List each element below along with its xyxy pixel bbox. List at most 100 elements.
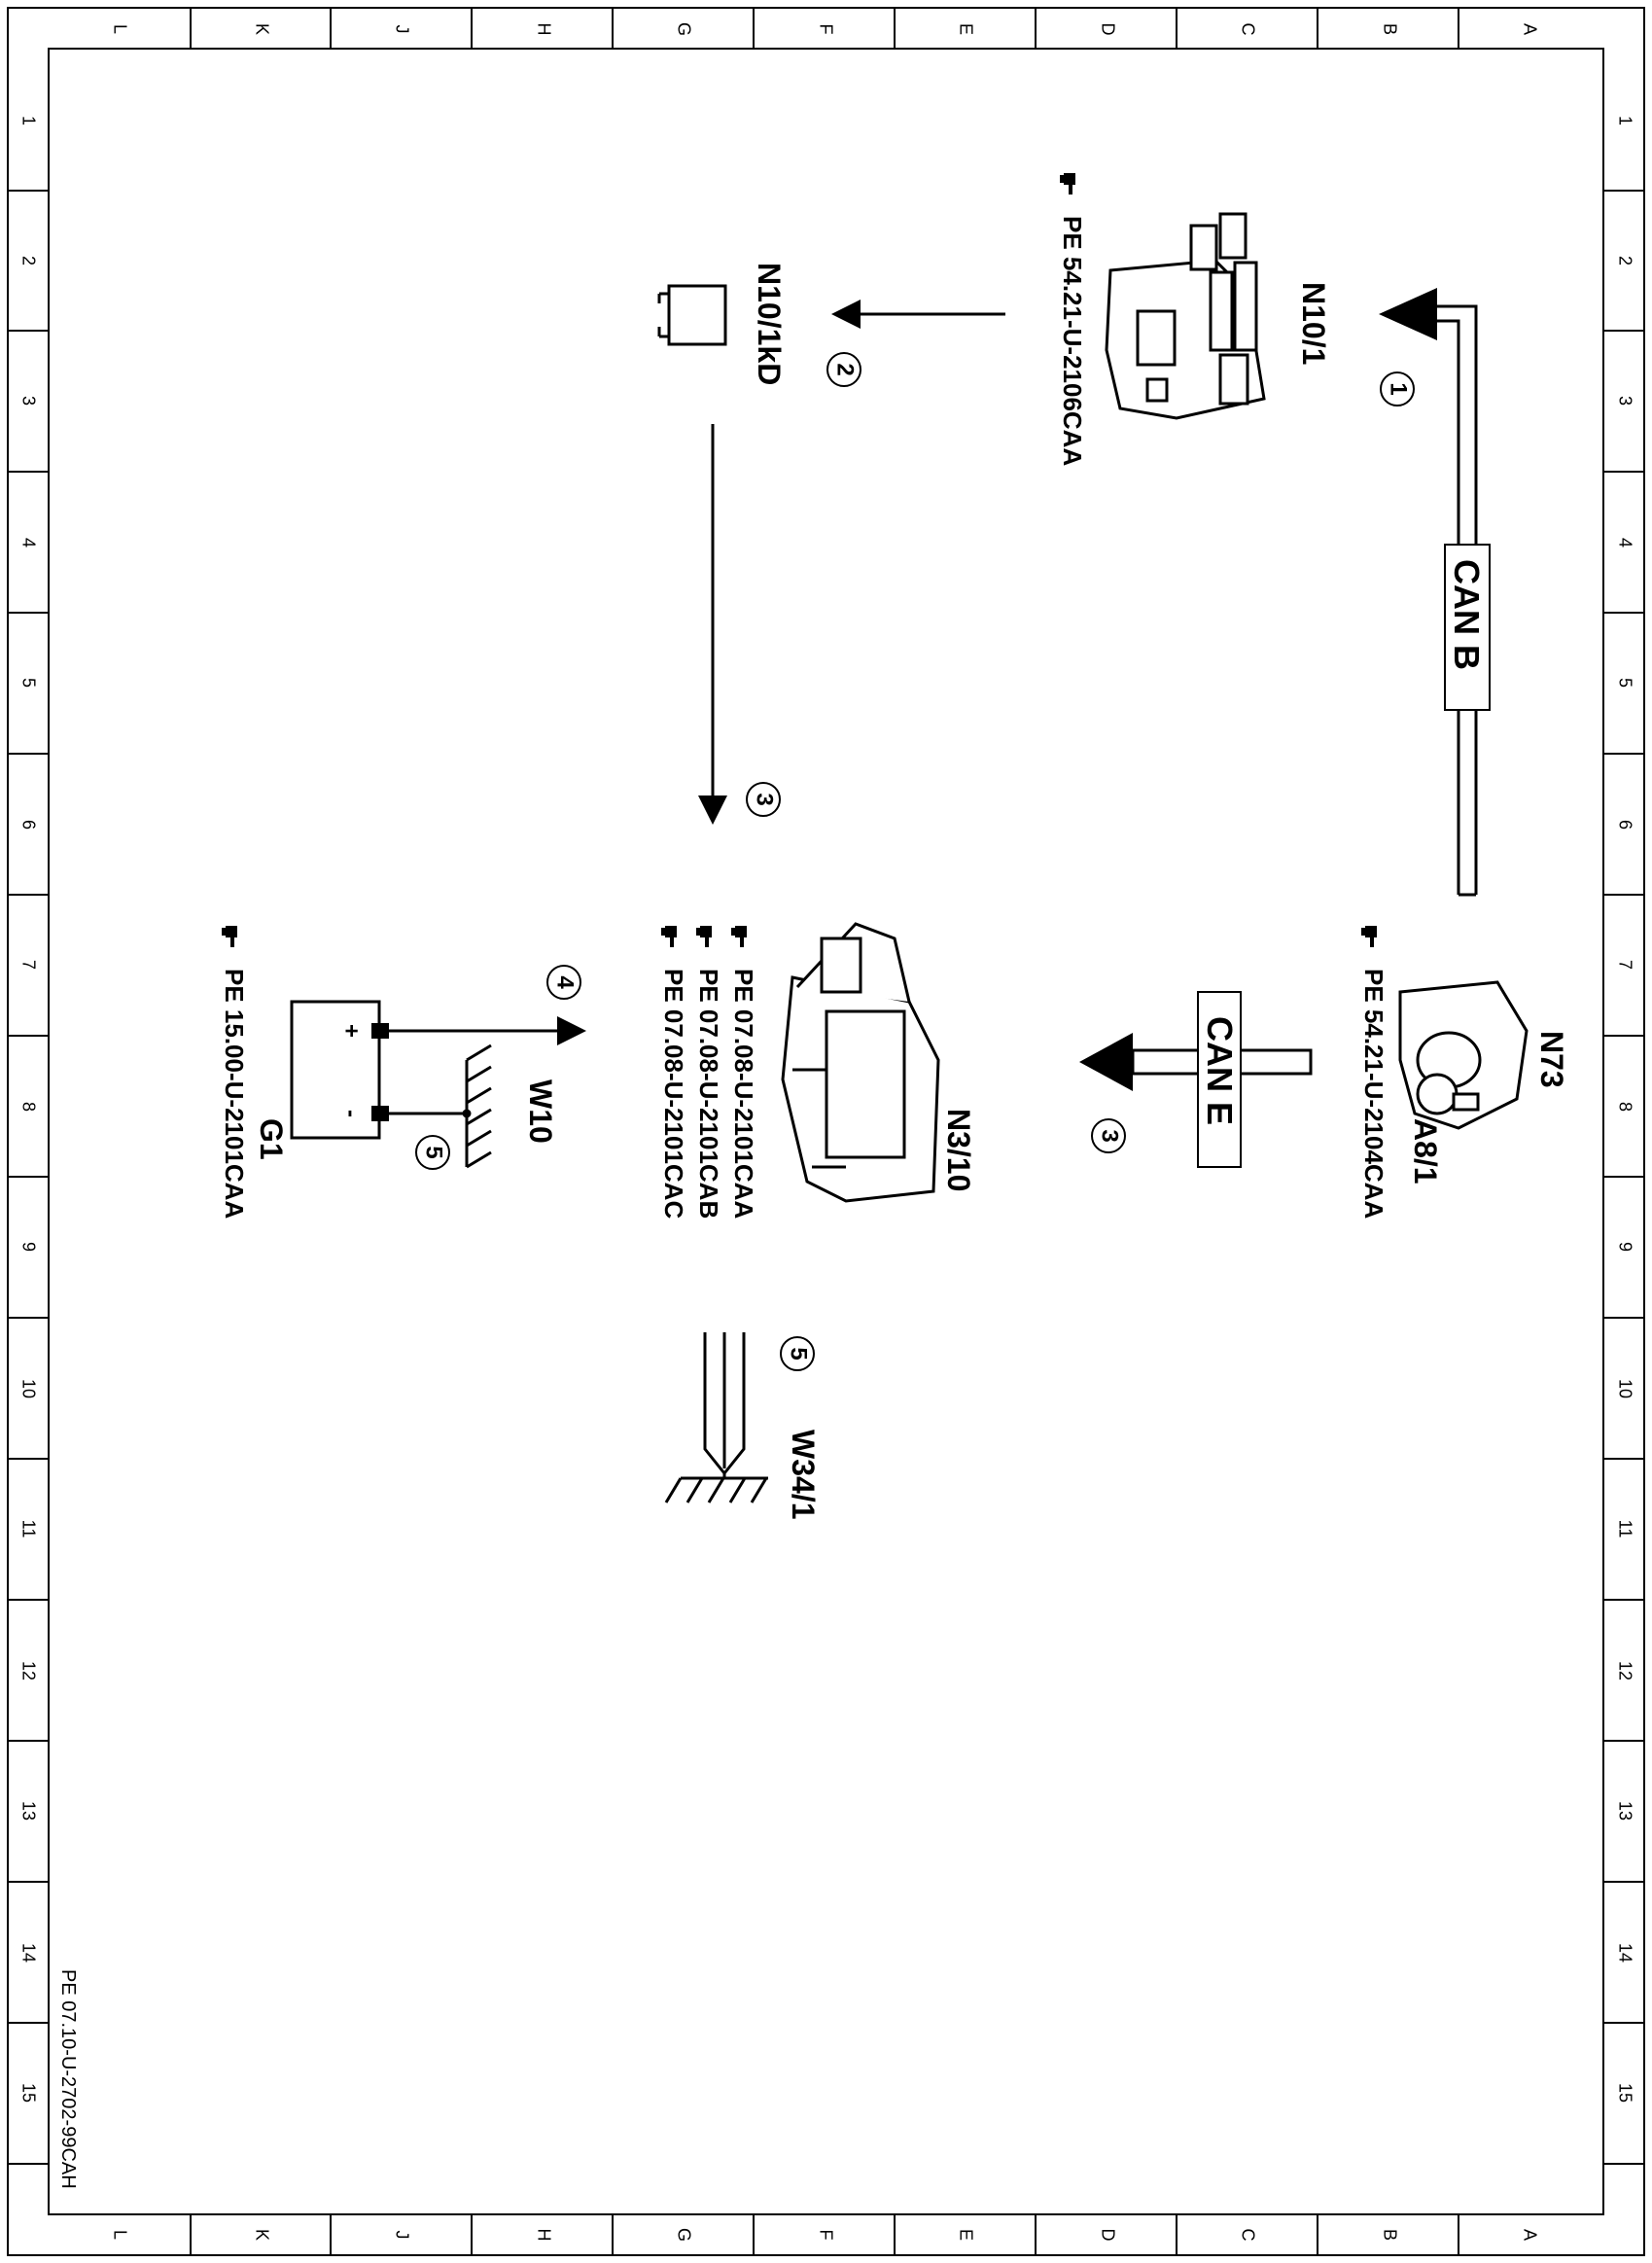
- row-label: 13: [18, 1801, 38, 1821]
- step-1-marker: 1: [1380, 371, 1415, 407]
- row-label: 6: [18, 820, 38, 830]
- row-label: 15: [1615, 2083, 1634, 2103]
- row-label: 3: [18, 396, 38, 406]
- row-label: 6: [1615, 820, 1634, 830]
- can-b-label-box: CAN B: [1444, 544, 1491, 711]
- row-label: 8: [18, 1102, 38, 1112]
- pointing-hand-icon: [661, 926, 677, 947]
- row-label: 5: [18, 678, 38, 688]
- row-label: 1: [18, 116, 38, 125]
- row-label: 2: [18, 256, 38, 265]
- row-label: 9: [1615, 1242, 1634, 1252]
- w34-1-label: W34/1: [786, 1430, 821, 1519]
- n10-1kd-label: N10/1kD: [752, 263, 787, 385]
- svg-text:5: 5: [421, 1146, 447, 1158]
- column-labels-top: A B C D E F G H J K L: [110, 22, 1539, 36]
- row-labels-right: 1 2 3 4 5 6 7 8 9 10 11 12 13 14 15: [1615, 116, 1634, 2103]
- svg-text:PE 54.21-U-2106CAA: PE 54.21-U-2106CAA: [1058, 216, 1087, 466]
- column-labels-bottom: A B C D E F G H J K L: [110, 2228, 1539, 2242]
- battery-minus-terminal: -: [338, 1110, 365, 1117]
- document-number: PE 07.10-U-2702-99CAH: [57, 1969, 79, 2189]
- svg-text:PE 15.00-U-2101CAA: PE 15.00-U-2101CAA: [220, 969, 249, 1219]
- column-label: K: [252, 2229, 271, 2241]
- n3-10-references: PE 07.08-U-2101CAA PE 07.08-U-2101CAB PE…: [659, 926, 758, 1219]
- n73-label: N73: [1534, 1031, 1569, 1088]
- row-label: 10: [1615, 1379, 1634, 1398]
- svg-text:PE 54.21-U-2104CAA: PE 54.21-U-2104CAA: [1359, 969, 1388, 1219]
- row-label: 3: [1615, 396, 1634, 406]
- column-label: A: [1520, 2229, 1539, 2241]
- n73-reference: PE 54.21-U-2104CAA: [1359, 926, 1388, 1219]
- column-label: G: [674, 22, 693, 36]
- battery-plus-terminal: +: [338, 1024, 365, 1038]
- n3-10-label: N3/10: [941, 1109, 976, 1191]
- row-label: 1: [1615, 116, 1634, 125]
- step-4-marker: 4: [546, 965, 581, 1000]
- svg-text:2: 2: [832, 363, 859, 375]
- column-label: L: [110, 24, 129, 34]
- column-label: B: [1380, 23, 1399, 35]
- row-labels-left: 1 2 3 4 5 6 7 8 9 10 11 12 13 14 15: [18, 116, 38, 2103]
- column-label: B: [1380, 2229, 1399, 2241]
- row-label: 7: [18, 960, 38, 970]
- column-label: H: [534, 2229, 553, 2242]
- row-label: 5: [1615, 678, 1634, 688]
- row-label: 12: [1615, 1661, 1634, 1680]
- can-b-label: CAN B: [1447, 559, 1487, 670]
- g1-battery[interactable]: + -: [290, 1000, 389, 1140]
- column-label: C: [1238, 23, 1257, 36]
- column-label: H: [534, 23, 553, 36]
- row-label: 4: [18, 538, 38, 548]
- can-e-line: CAN E: [1079, 991, 1313, 1168]
- can-e-label: CAN E: [1200, 1016, 1240, 1125]
- w34-1-ground-point: [664, 1332, 768, 1503]
- can-e-arrowhead-icon: [1079, 1033, 1133, 1091]
- column-label: G: [674, 2228, 693, 2242]
- column-label: D: [1098, 2229, 1117, 2242]
- n10-1-reference: PE 54.21-U-2106CAA: [1058, 173, 1087, 466]
- a8-1-label: A8/1: [1408, 1118, 1443, 1185]
- column-label: K: [252, 23, 271, 35]
- step-5-marker-w34-1: 5: [780, 1336, 815, 1371]
- row-label: 14: [18, 1943, 38, 1962]
- row-label: 11: [18, 1520, 38, 1538]
- column-label: C: [1238, 2229, 1257, 2242]
- row-label: 7: [1615, 960, 1634, 970]
- row-label: 11: [1615, 1520, 1634, 1538]
- column-label: F: [816, 24, 835, 35]
- pointing-hand-icon: [1361, 926, 1377, 947]
- column-grid-lines: [190, 8, 1459, 2255]
- n10-1-label: N10/1: [1296, 282, 1331, 365]
- pointing-hand-icon: [696, 926, 712, 947]
- step-3-marker: 3: [746, 782, 781, 817]
- g1-label: G1: [254, 1118, 289, 1160]
- n3-10-engine-control-unit[interactable]: [781, 922, 940, 1203]
- svg-text:3: 3: [1097, 1129, 1123, 1142]
- svg-text:4: 4: [552, 975, 579, 989]
- column-label: A: [1520, 23, 1539, 35]
- drawing-frame: [7, 7, 1645, 2256]
- step-5-marker-w10: 5: [415, 1135, 450, 1170]
- svg-text:5: 5: [786, 1347, 812, 1360]
- pointing-hand-icon: [222, 926, 237, 947]
- w10-label: W10: [523, 1079, 558, 1144]
- svg-text:PE 07.08-U-2101CAA: PE 07.08-U-2101CAA: [729, 969, 758, 1219]
- svg-text:3: 3: [752, 793, 778, 805]
- n73-ignition-switch[interactable]: [1398, 980, 1529, 1130]
- column-label: J: [392, 25, 411, 34]
- n10-1kd-relay-symbol[interactable]: [657, 284, 727, 346]
- column-label: J: [392, 2231, 411, 2240]
- w10-ground-connection: [389, 1043, 492, 1169]
- row-grid-lines: [8, 190, 1644, 2165]
- row-label: 12: [18, 1661, 38, 1680]
- arrow-to-n10-1-icon: [1379, 288, 1437, 340]
- column-label: E: [956, 2229, 975, 2241]
- column-label: F: [816, 2230, 835, 2241]
- svg-text:PE 07.08-U-2101CAC: PE 07.08-U-2101CAC: [659, 969, 688, 1219]
- n10-1-relay-module[interactable]: [1105, 212, 1266, 420]
- row-label: 14: [1615, 1943, 1634, 1962]
- column-label: L: [110, 2230, 129, 2240]
- svg-text:PE 07.08-U-2101CAB: PE 07.08-U-2101CAB: [694, 969, 723, 1219]
- column-label: E: [956, 23, 975, 35]
